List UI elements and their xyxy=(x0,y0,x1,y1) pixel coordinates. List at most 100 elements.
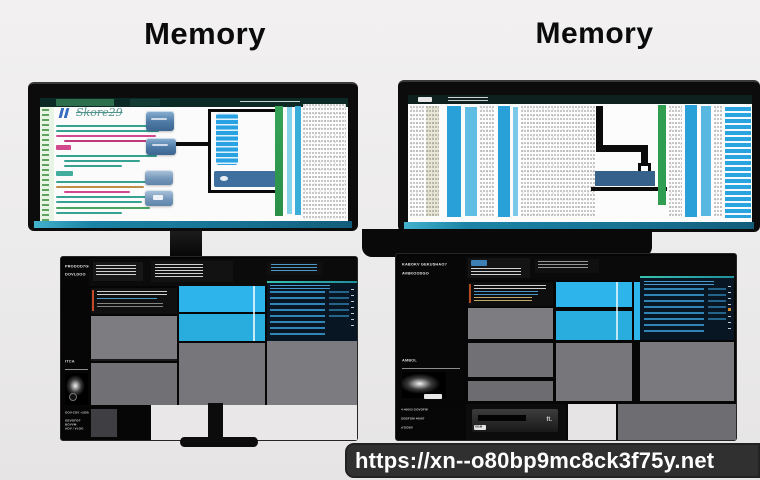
red-accent-bar xyxy=(92,290,94,311)
headlight-glow xyxy=(65,373,88,405)
url-bar: https://xn--o80bp9mc8ck3f75y.net xyxy=(345,443,760,478)
hex-dump-texture xyxy=(669,106,682,216)
bottom-right-sidebar: KABOKV GEKUSHAO? AVBKOODGO AMBOL xyxy=(398,256,464,402)
device-note: ft. xyxy=(546,417,552,423)
blue-stripe xyxy=(465,107,477,216)
code-line xyxy=(56,196,156,198)
dark-tile xyxy=(535,259,599,273)
menubar-chip xyxy=(418,97,432,102)
code-line xyxy=(56,186,144,188)
cyan-block xyxy=(556,282,632,307)
tile-microtext xyxy=(97,298,157,301)
menubar-microtext xyxy=(240,101,300,104)
sidebar-footer-line: 4-40003 GOVOFW xyxy=(401,408,428,412)
white-divider xyxy=(253,286,255,341)
bottom-left-sidebar: PRODOD7GO DOVLDOO ITCA GOV-ZOV +2GBq GBV… xyxy=(63,259,89,440)
gray-panel xyxy=(468,308,553,339)
sidebar-title: KABOKV GEKUSHAO? xyxy=(402,262,447,267)
code-snippet-tile xyxy=(468,282,553,306)
hex-dump-texture xyxy=(303,104,346,219)
tile-microtext xyxy=(97,291,167,296)
code-token-chip xyxy=(56,145,71,150)
sidebar-footer-line: AOV / VLOG xyxy=(65,427,84,431)
tile-microtext xyxy=(97,303,163,309)
code-line xyxy=(56,130,159,132)
hex-dump-texture xyxy=(480,106,495,216)
headlight-glow xyxy=(402,372,446,398)
pipe-connector-vertical xyxy=(641,145,648,169)
teal-hairline xyxy=(267,281,357,283)
dark-tile xyxy=(267,262,323,275)
left-heading: Memory xyxy=(144,16,266,51)
tile-microtext xyxy=(471,268,521,276)
hud-text-rows xyxy=(644,288,704,334)
doc-title: Skore29 xyxy=(76,106,123,119)
top-right-monitor xyxy=(398,80,760,232)
screen-bottom-glow xyxy=(34,221,352,228)
cyan-stripe xyxy=(295,106,301,215)
background-gap xyxy=(568,404,616,440)
red-accent-bar xyxy=(469,284,471,303)
ram-chip xyxy=(153,195,163,200)
hud-header-row xyxy=(270,285,330,289)
line-number-gutter xyxy=(40,107,54,225)
sidebar-title: PRODOD7GO xyxy=(65,264,89,269)
green-stripe xyxy=(275,106,283,216)
gray-panel xyxy=(556,343,632,401)
orange-dot xyxy=(728,308,731,311)
cyan-block xyxy=(179,314,265,341)
screen-bottom-glow xyxy=(404,222,754,229)
ram-label-line xyxy=(151,118,167,120)
cyan-stripe xyxy=(287,107,292,214)
striped-blue-column xyxy=(725,105,751,218)
heap-bar-dot xyxy=(220,176,228,181)
code-line xyxy=(56,207,150,209)
top-left-stand-neck xyxy=(170,231,202,258)
background-gap xyxy=(151,405,357,440)
pipe-connector-horizontal xyxy=(596,145,648,152)
ram-stick-block xyxy=(146,138,176,155)
menubar-microtext xyxy=(448,97,488,101)
device-photo-box: GBM ft. xyxy=(466,404,566,440)
viewer-menubar xyxy=(408,95,752,104)
ram-label-line xyxy=(152,144,168,146)
sidebar-subtitle: AVBKOODGO xyxy=(402,271,429,276)
stack-frames-block xyxy=(216,113,238,165)
code-line xyxy=(64,191,130,193)
gray-panel xyxy=(468,343,553,377)
device-chip-label: GBM xyxy=(475,425,483,429)
code-line xyxy=(64,140,150,142)
hud-panel xyxy=(267,283,357,341)
menubar-segment xyxy=(56,99,114,106)
top-right-screen xyxy=(408,95,752,222)
gray-panel xyxy=(91,316,177,361)
heap-bar xyxy=(214,171,276,187)
code-line xyxy=(56,212,122,214)
scribble-icon xyxy=(56,108,72,118)
headlight-photo xyxy=(402,372,446,398)
sidebar-section-label: AMBOL xyxy=(402,358,417,363)
teal-hairline xyxy=(640,276,734,278)
device-slot xyxy=(478,415,526,421)
gray-panel xyxy=(267,341,357,405)
cyan-block xyxy=(179,286,265,312)
container-baseline xyxy=(591,187,667,191)
sidebar-divider xyxy=(65,369,88,370)
blue-stripe xyxy=(498,106,510,217)
hex-dump-texture xyxy=(410,106,425,218)
bottom-right-monitor: KABOKV GEKUSHAO? AVBKOODGO AMBOL 4-40003… xyxy=(395,253,737,441)
sidebar-section-label: ITCA xyxy=(65,359,75,364)
gray-panel xyxy=(640,342,734,401)
tile-microtext xyxy=(96,265,136,277)
blue-stripe xyxy=(513,107,518,216)
gutter-marks xyxy=(42,109,49,223)
caption-chip xyxy=(424,394,442,399)
gray-panel xyxy=(468,381,553,401)
gray-panel xyxy=(618,404,736,440)
hud-dot-column xyxy=(351,289,354,329)
tile-microtext xyxy=(155,264,203,278)
white-divider xyxy=(616,282,618,340)
sidebar-subtitle: DOVLDOO xyxy=(65,272,86,277)
code-line xyxy=(56,155,157,157)
